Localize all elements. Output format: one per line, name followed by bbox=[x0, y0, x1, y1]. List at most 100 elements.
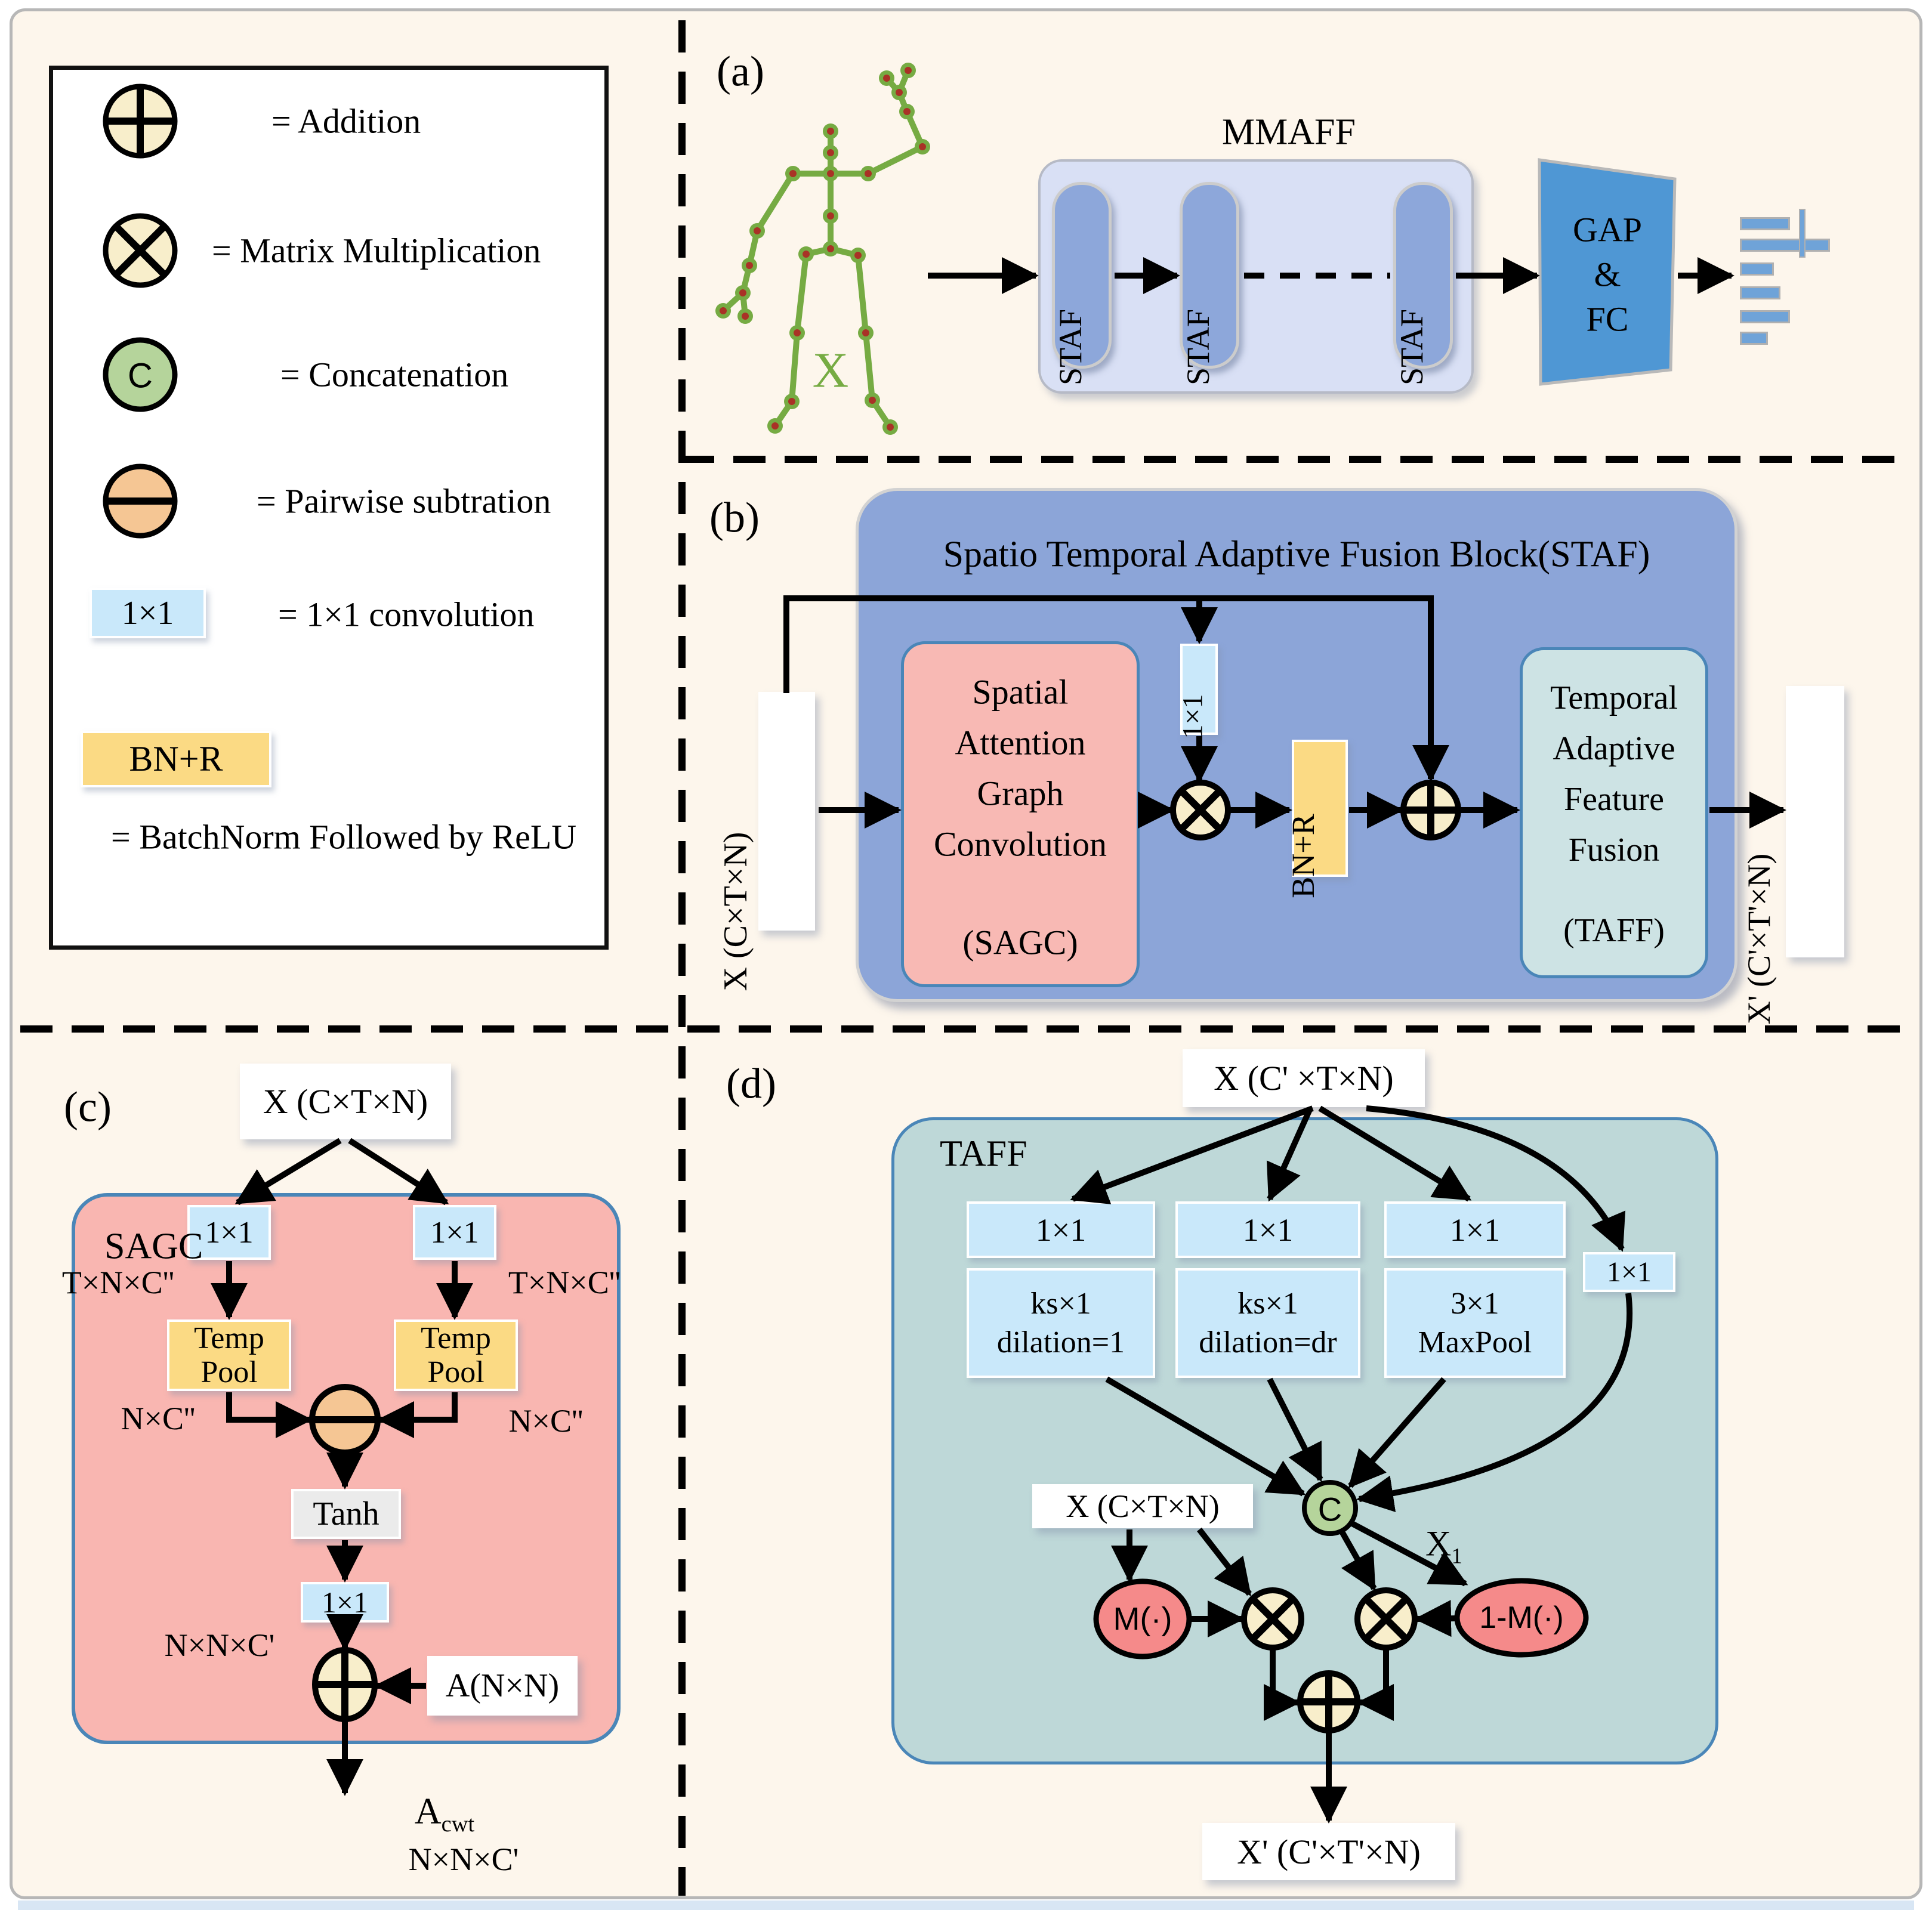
staf-input-box: X (C×T×N) bbox=[717, 692, 815, 991]
sagc-output-label: Acwt bbox=[415, 1791, 474, 1837]
legend-bnr-chip-label: BN+R bbox=[129, 739, 223, 778]
sagc-conv-right: 1×1 bbox=[413, 1205, 496, 1260]
legend-bnr-chip: BN+R bbox=[81, 731, 271, 787]
bnr-box-b: BN+R bbox=[1285, 740, 1348, 898]
taff-branch-1-line1: ks×1 bbox=[1030, 1287, 1091, 1321]
inv-mask-label: 1-M(·) bbox=[1479, 1600, 1564, 1635]
sagc-conv-left: 1×1 bbox=[187, 1205, 271, 1260]
staf-output-box: X' (C'×T'×N) bbox=[1741, 686, 1844, 1024]
staf-pill-1: STAF bbox=[1052, 182, 1112, 385]
tanh-box: Tanh bbox=[291, 1489, 401, 1539]
temp-pool-left: Temp Pool bbox=[167, 1319, 291, 1391]
taff-conv-3-label: 1×1 bbox=[1449, 1212, 1501, 1248]
x1-label: X1 bbox=[1425, 1523, 1462, 1569]
addition-node-d bbox=[1297, 1670, 1360, 1733]
subtraction-node-c bbox=[309, 1384, 381, 1455]
sagc-dim-out: N×N×C' bbox=[164, 1627, 275, 1663]
skeleton-joints bbox=[715, 63, 930, 435]
mmaff-title: MMAFF bbox=[1222, 112, 1356, 153]
bottom-accent-strip bbox=[18, 1900, 1914, 1910]
taff-box-b bbox=[1520, 647, 1708, 978]
sagc-b-line-2: Attention bbox=[955, 723, 1086, 762]
panel-dividers bbox=[20, 20, 1912, 1896]
output-bar bbox=[1740, 310, 1790, 323]
taff-branch-2-line1: ks×1 bbox=[1237, 1287, 1298, 1321]
output-bar bbox=[1740, 262, 1774, 276]
conv-box-b: 1×1 bbox=[1177, 644, 1218, 738]
gap-line-1: GAP bbox=[1572, 210, 1643, 249]
taff-branch-3-line1: 3×1 bbox=[1450, 1287, 1499, 1321]
panel-a-tag: (a) bbox=[717, 47, 764, 95]
panel-b-arrows bbox=[783, 595, 1786, 829]
taff-conv-4-label: 1×1 bbox=[1606, 1256, 1652, 1288]
output-bar bbox=[1740, 332, 1768, 345]
temp-pool-left-line2: Pool bbox=[200, 1355, 258, 1389]
matrix-multiplication-icon bbox=[103, 213, 178, 288]
taff-conv-1: 1×1 bbox=[967, 1201, 1155, 1258]
sagc-b-abbr: (SAGC) bbox=[962, 923, 1078, 962]
sagc-conv-out: 1×1 bbox=[301, 1582, 389, 1623]
panel-c-tag: (c) bbox=[64, 1083, 112, 1131]
sagc-b-line-4: Convolution bbox=[933, 824, 1107, 864]
temp-pool-right-line1: Temp bbox=[421, 1321, 491, 1355]
addition-node-c bbox=[312, 1647, 378, 1722]
sagc-dim-pool-right: N×C'' bbox=[508, 1403, 584, 1439]
gap-line-2: & bbox=[1594, 255, 1621, 294]
taff-output-box: X' (C'×T'×N) bbox=[1202, 1823, 1455, 1880]
adjacency-box: A(N×N) bbox=[427, 1656, 578, 1716]
sagc-output-sub: cwt bbox=[441, 1812, 475, 1837]
output-bar bbox=[1740, 286, 1780, 299]
taff-b-line-1: Temporal bbox=[1550, 679, 1678, 716]
taff-branch-3: 3×1 MaxPool bbox=[1384, 1268, 1566, 1378]
taff-output-label: X' (C'×T'×N) bbox=[1237, 1832, 1421, 1871]
mask-label: M(·) bbox=[1113, 1601, 1172, 1637]
sagc-input-box: X (C×T×N) bbox=[240, 1064, 451, 1139]
taff-conv-2: 1×1 bbox=[1175, 1201, 1360, 1258]
addition-node-b bbox=[1400, 780, 1461, 840]
taff-input-box: X (C' ×T×N) bbox=[1183, 1049, 1425, 1107]
matmul-node-b bbox=[1170, 780, 1231, 840]
sagc-input-label: X (C×T×N) bbox=[263, 1082, 428, 1121]
temp-pool-left-line1: Temp bbox=[194, 1321, 264, 1355]
taff-branch-2-line2: dilation=dr bbox=[1199, 1325, 1337, 1359]
panel-c-arrows bbox=[211, 1138, 473, 1796]
inv-mask-node-d bbox=[1454, 1578, 1589, 1658]
x1-sub: 1 bbox=[1451, 1544, 1462, 1569]
sagc-conv-right-label: 1×1 bbox=[430, 1215, 479, 1250]
panel-d-arrows bbox=[1070, 1105, 1633, 1824]
taff-conv-2-label: 1×1 bbox=[1242, 1212, 1294, 1248]
staf-block-title: Spatio Temporal Adaptive Fusion Block(ST… bbox=[943, 534, 1650, 575]
sagc-box-b bbox=[901, 641, 1140, 987]
taff-conv-1-label: 1×1 bbox=[1035, 1212, 1087, 1248]
sagc-conv-out-label: 1×1 bbox=[321, 1586, 369, 1619]
sagc-b-line-3: Graph bbox=[977, 774, 1064, 813]
legend-label-conv: = 1×1 convolution bbox=[278, 595, 535, 634]
x1-main: X bbox=[1425, 1523, 1452, 1563]
sagc-dim-pool-left: N×C'' bbox=[121, 1401, 196, 1436]
output-bars-axis bbox=[1799, 209, 1806, 258]
sagc-b-line-1: Spatial bbox=[972, 672, 1069, 712]
taff-b-line-3: Feature bbox=[1564, 781, 1664, 818]
legend-conv-chip-label: 1×1 bbox=[121, 594, 174, 632]
concat-node-label: C bbox=[1317, 1490, 1342, 1528]
sagc-dim-right: T×N×C'' bbox=[508, 1265, 621, 1300]
temp-pool-right: Temp Pool bbox=[394, 1319, 518, 1391]
adjacency-label: A(N×N) bbox=[445, 1667, 560, 1704]
staf-pill-2: STAF bbox=[1180, 182, 1239, 385]
sagc-conv-left-label: 1×1 bbox=[205, 1215, 254, 1250]
pairwise-subtraction-icon bbox=[103, 463, 178, 539]
tanh-label: Tanh bbox=[313, 1495, 379, 1532]
legend-label-concat: = Concatenation bbox=[280, 355, 509, 394]
legend-conv-chip: 1×1 bbox=[89, 588, 206, 638]
skeleton-label: X bbox=[812, 342, 849, 398]
output-bar bbox=[1740, 239, 1830, 252]
taff-b-abbr: (TAFF) bbox=[1563, 912, 1665, 949]
taff-input2-label: X (C×T×N) bbox=[1066, 1488, 1220, 1524]
temp-pool-right-line2: Pool bbox=[427, 1355, 484, 1389]
taff-conv-4: 1×1 bbox=[1583, 1252, 1675, 1292]
legend-concat-letter: C bbox=[128, 356, 153, 395]
taff-input-label: X (C' ×T×N) bbox=[1214, 1059, 1394, 1098]
taff-b-line-4: Fusion bbox=[1568, 832, 1660, 869]
